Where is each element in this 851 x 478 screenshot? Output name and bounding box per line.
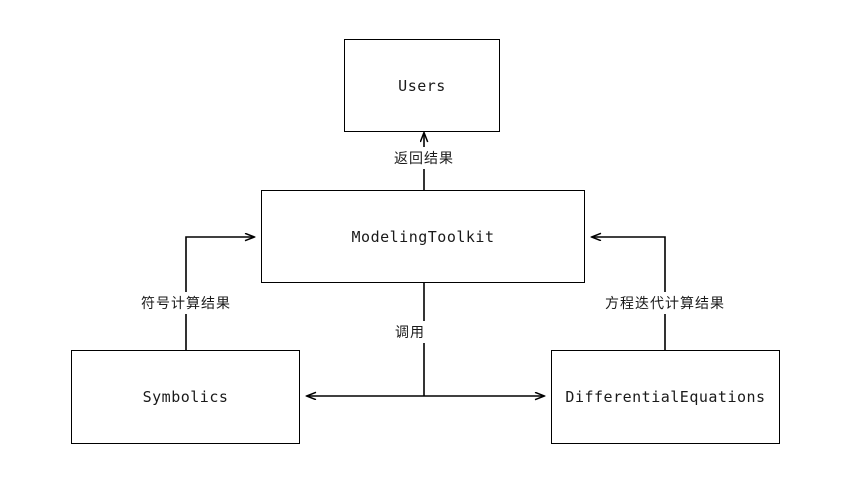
node-differentialequations-label: DifferentialEquations: [565, 388, 766, 406]
node-symbolics[interactable]: Symbolics: [71, 350, 300, 444]
node-users-label: Users: [398, 76, 446, 95]
node-differentialequations[interactable]: DifferentialEquations: [551, 350, 780, 444]
edge-label-invoke: 调用: [392, 321, 428, 343]
edge-label-equation-iteration-result: 方程迭代计算结果: [602, 292, 728, 314]
edge-label-symbolic-result: 符号计算结果: [138, 292, 234, 314]
edge-label-return-result: 返回结果: [391, 147, 457, 169]
node-symbolics-label: Symbolics: [142, 388, 229, 406]
node-modelingtoolkit-label: ModelingToolkit: [351, 227, 495, 246]
node-users[interactable]: Users: [344, 39, 500, 132]
node-modelingtoolkit[interactable]: ModelingToolkit: [261, 190, 585, 283]
